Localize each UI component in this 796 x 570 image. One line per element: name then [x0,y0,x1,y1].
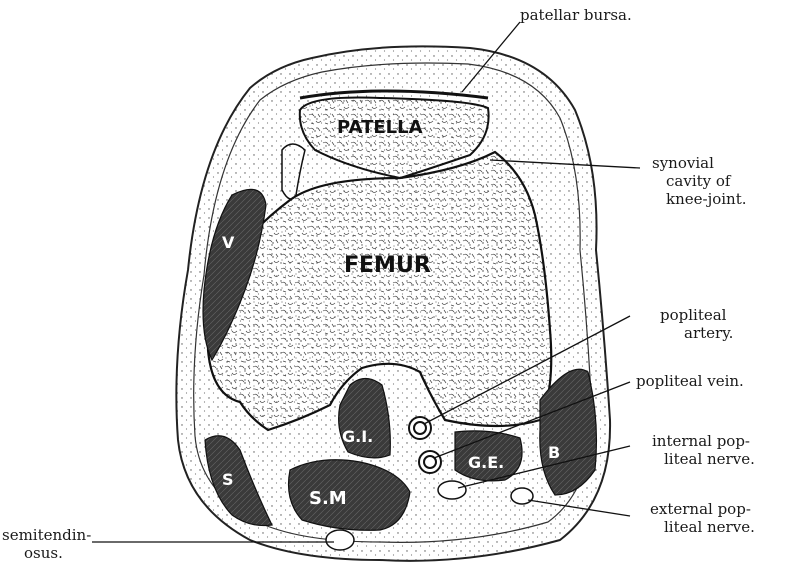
label-external-popliteal-nerve: external pop- liteal nerve. [650,500,756,536]
popliteal-vein-vessel [419,451,441,473]
muscle-sm-label: S.M [309,488,347,509]
muscle-gi-label: G.I. [342,427,373,446]
muscle-v-label: V [222,233,235,252]
external-popliteal-nerve [511,488,533,504]
muscle-b-label: B [548,443,560,462]
label-popliteal-vein: popliteal vein. [636,372,744,390]
label-popliteal-artery: popliteal artery. [660,306,733,342]
internal-popliteal-nerve [438,481,466,499]
muscle-ge-label: G.E. [468,453,504,472]
semitendinosus-tendon [326,530,354,550]
femur-label: FEMUR [344,253,431,278]
label-internal-popliteal-nerve: internal pop- liteal nerve. [652,432,755,468]
patella-label: PATELLA [337,117,423,138]
label-synovial-cavity: synovial cavity of knee-joint. [652,154,747,208]
muscle-s-label: S [222,470,234,489]
popliteal-artery-vessel [409,417,431,439]
label-patellar-bursa: patellar bursa. [520,6,632,24]
label-semitendinosus: semitendin- osus. [2,526,96,562]
